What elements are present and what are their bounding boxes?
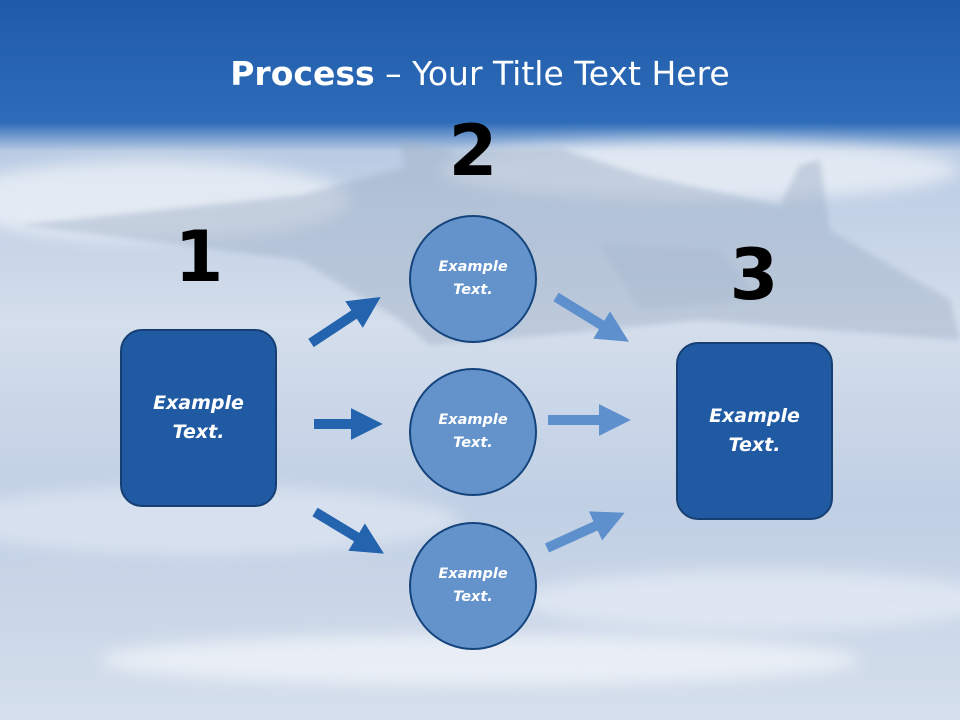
step-2-item-3-text: Example Text. xyxy=(438,566,508,605)
step-3-box[interactable]: Example Text. xyxy=(676,342,833,520)
title-rest-part: – Your Title Text Here xyxy=(374,54,730,93)
arrow-bottom-to-3 xyxy=(544,511,625,553)
step-number-1: 1 xyxy=(174,216,224,298)
step-3-text: Example Text. xyxy=(709,405,800,456)
arrow-top-to-3 xyxy=(553,292,629,342)
slide-title: Process – Your Title Text Here xyxy=(0,52,960,96)
step-2-item-2-text: Example Text. xyxy=(438,412,508,451)
step-1-box[interactable]: Example Text. xyxy=(120,329,277,507)
step-number-3: 3 xyxy=(729,234,779,316)
title-bold-part: Process xyxy=(230,54,375,93)
step-2-item-1-text: Example Text. xyxy=(438,259,508,298)
step-2-circle-top[interactable]: Example Text. xyxy=(409,215,537,343)
step-2-circle-middle[interactable]: Example Text. xyxy=(409,368,537,496)
step-2-circle-bottom[interactable]: Example Text. xyxy=(409,522,537,650)
step-1-text: Example Text. xyxy=(153,392,244,443)
step-number-2: 2 xyxy=(448,110,498,192)
arrow-1-to-bottom xyxy=(312,507,384,554)
arrow-1-to-top xyxy=(308,296,381,348)
